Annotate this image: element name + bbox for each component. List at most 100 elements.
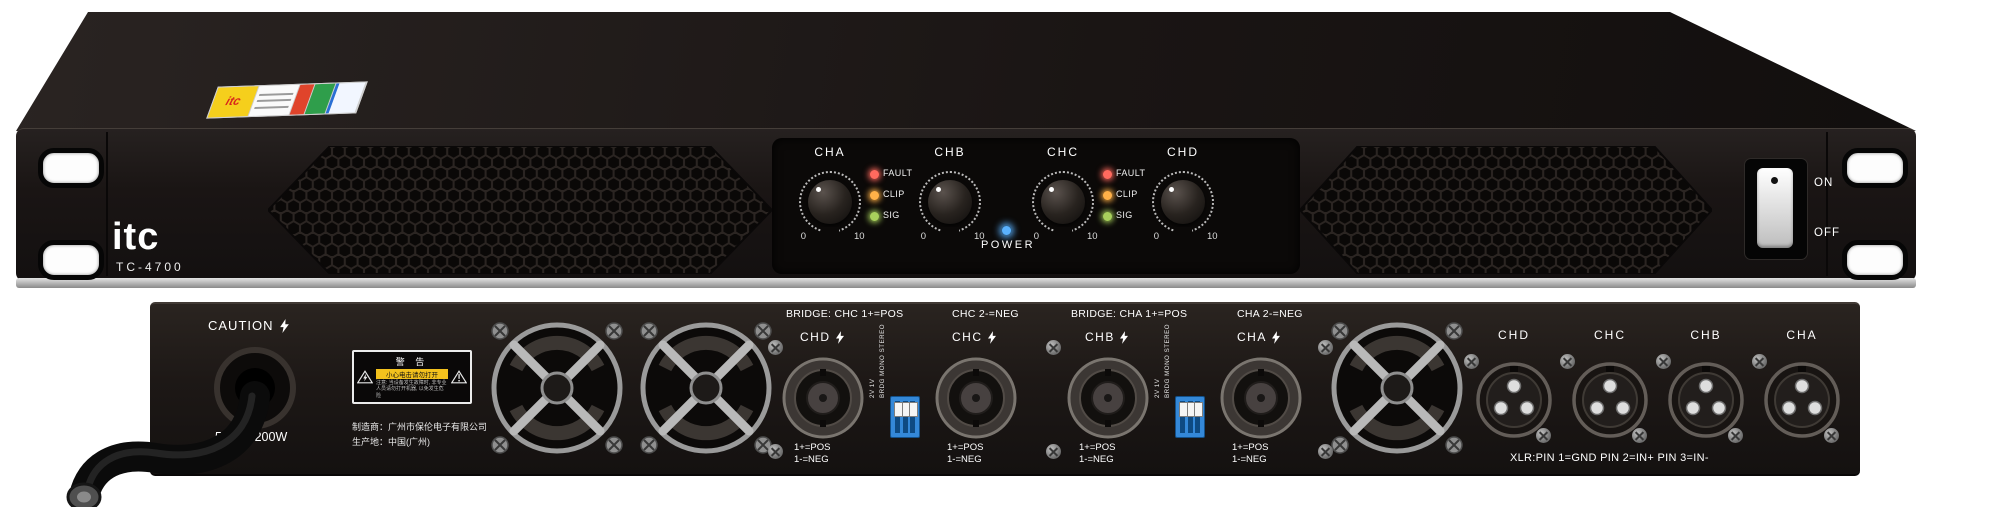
screw — [1318, 444, 1333, 459]
manufacturer-text: 制造商：广州市保伦电子有限公司 生产地：中国(广州) — [352, 420, 487, 451]
channel-label-cha: CHA — [814, 145, 846, 159]
lightning-icon — [1272, 331, 1280, 344]
rack-hole-top-left — [38, 148, 104, 188]
gain-knob-chd[interactable] — [1161, 180, 1205, 224]
sig-led — [869, 211, 880, 222]
channel-label-chb: CHB — [934, 145, 966, 159]
caution-label: CAUTION — [208, 318, 274, 333]
rocker-indicator-dot — [1771, 177, 1778, 184]
fault-led-label: FAULT — [1116, 168, 1146, 178]
mode-dip-switch[interactable] — [890, 396, 920, 438]
manufacturer-line1: 制造商：广州市保伦电子有限公司 — [352, 422, 488, 432]
knob-tick-gap — [821, 227, 839, 236]
rack-hole-bottom-right — [1842, 240, 1908, 280]
warning-title: 警 告 — [395, 356, 429, 367]
knob-scale-min: 0 — [1033, 231, 1039, 242]
brand-logo: itc — [112, 216, 160, 258]
screw — [1046, 444, 1061, 459]
speakon-output-cha[interactable] — [1219, 356, 1303, 440]
screw — [768, 340, 783, 355]
bridge-text: BRIDGE: CHA 1+=POS — [1071, 308, 1188, 320]
dip-slider[interactable] — [1179, 401, 1188, 433]
knob-scale-min: 0 — [920, 231, 926, 242]
warning-text-block: 警 告 小心电击请勿打开 注意: 当设备发生故障时, 非专业人员请勿打开机器, … — [376, 355, 448, 400]
xlr-pin-text: XLR:PIN 1=GND PIN 2=IN+ PIN 3=IN- — [1510, 452, 1709, 464]
model-number: TC-4700 — [116, 260, 184, 274]
dip-slider[interactable] — [909, 401, 918, 433]
gain-knob-chc[interactable] — [1041, 180, 1085, 224]
fault-led-label: FAULT — [883, 168, 913, 178]
warning-strip: 小心电击请勿打开 — [376, 368, 448, 379]
knob-scale-max: 10 — [854, 231, 865, 242]
power-led — [1001, 225, 1012, 236]
screw — [1560, 354, 1575, 369]
cooling-fan — [482, 313, 632, 463]
knob-tick-gap — [941, 227, 959, 236]
lightning-icon — [1120, 331, 1128, 344]
power-cord — [66, 347, 296, 507]
lightning-icon — [836, 331, 844, 344]
dip-slider[interactable] — [1186, 401, 1196, 433]
polarity-label: 1+=POS 1-=NEG — [947, 442, 984, 466]
dip-slider[interactable] — [1194, 401, 1203, 433]
knob-scale-max: 10 — [1087, 231, 1098, 242]
clip-led — [869, 190, 880, 201]
rear-channel-text: CHC — [952, 330, 983, 344]
rear-channel-label-chd: CHD — [800, 330, 844, 344]
caution-row: CAUTION — [208, 318, 289, 333]
switch-off-label: OFF — [1814, 227, 1840, 239]
right-ventilation-grille — [1300, 146, 1712, 274]
gain-knob-chb[interactable] — [928, 180, 972, 224]
screw — [1656, 354, 1671, 369]
cooling-fan — [1322, 313, 1472, 463]
switch-on-label: ON — [1814, 177, 1834, 189]
top-sticker-label: itc — [206, 81, 368, 119]
screw — [1632, 428, 1647, 443]
chassis-bottom-strip — [16, 278, 1916, 288]
channel-label-chd: CHD — [1167, 145, 1199, 159]
dip-voltage-labels: 2V 1V — [869, 378, 876, 398]
polarity-label: 1+=POS 1-=NEG — [794, 442, 831, 466]
speakon-output-chb[interactable] — [1066, 356, 1150, 440]
mode-dip-switch[interactable] — [1175, 396, 1205, 438]
screw — [1824, 428, 1839, 443]
screw — [1046, 340, 1061, 355]
fault-led — [1102, 169, 1113, 180]
knob-scale-min: 0 — [800, 231, 806, 242]
knob-scale-max: 10 — [1207, 231, 1218, 242]
channel-label-chc: CHC — [1047, 145, 1079, 159]
screw — [1464, 354, 1479, 369]
screw — [1728, 428, 1743, 443]
rear-channel-text: CHB — [1085, 330, 1115, 344]
power-label: POWER — [980, 239, 1036, 251]
screw — [1318, 340, 1333, 355]
dip-mode-labels: BRDG MONO STEREO — [1164, 323, 1171, 398]
rear-channel-label-cha: CHA — [1237, 330, 1280, 344]
left-ventilation-grille — [268, 146, 772, 274]
xlr-label-chb: CHB — [1690, 328, 1722, 342]
warning-exclamation-triangle-icon — [451, 370, 467, 384]
polarity-label: 1+=POS 1-=NEG — [1079, 442, 1116, 466]
sig-led — [1102, 211, 1113, 222]
bridge-neg-text: CHA 2-=NEG — [1237, 308, 1303, 320]
gain-knob-cha[interactable] — [808, 180, 852, 224]
clip-led-label: CLIP — [1116, 189, 1138, 199]
dip-slider[interactable] — [901, 401, 911, 433]
knob-tick-gap — [1174, 227, 1192, 236]
screw — [1536, 428, 1551, 443]
dip-slider[interactable] — [894, 401, 903, 433]
speakon-output-chc[interactable] — [934, 356, 1018, 440]
rear-channel-text: CHA — [1237, 330, 1267, 344]
polarity-label: 1+=POS 1-=NEG — [1232, 442, 1269, 466]
screw — [768, 444, 783, 459]
rack-hole-bottom-left — [38, 240, 104, 280]
cooling-fan — [631, 313, 781, 463]
manufacturer-line2: 生产地：中国(广州) — [352, 437, 430, 448]
knob-scale-min: 0 — [1153, 231, 1159, 242]
xlr-label-chc: CHC — [1594, 328, 1626, 342]
fault-led — [869, 169, 880, 180]
speakon-output-chd[interactable] — [781, 356, 865, 440]
knob-scale-max: 10 — [974, 231, 985, 242]
warning-label: 警 告 小心电击请勿打开 注意: 当设备发生故障时, 非专业人员请勿打开机器, … — [352, 350, 472, 404]
left-ear-seam — [106, 132, 108, 276]
